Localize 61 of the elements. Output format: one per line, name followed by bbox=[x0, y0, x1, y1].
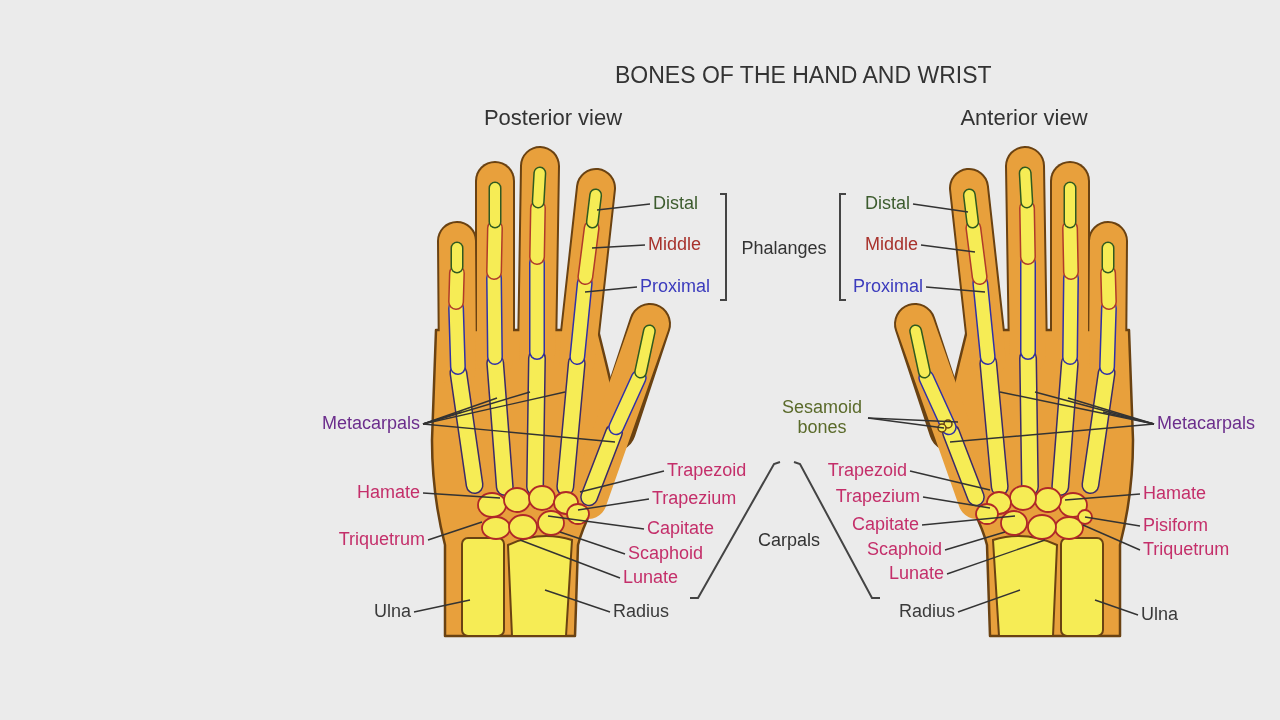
bone-label: Sesamoid bones bbox=[779, 398, 865, 438]
leader-line bbox=[867, 417, 959, 423]
leader-line bbox=[584, 286, 638, 293]
bone-label: Scaphoid bbox=[628, 544, 704, 564]
bone-label: Radius bbox=[898, 602, 955, 622]
leader-line bbox=[909, 470, 991, 491]
leader-line bbox=[1082, 524, 1141, 551]
leader-line bbox=[547, 515, 645, 530]
bone-label: Distal bbox=[865, 194, 910, 214]
bone-label: Capitate bbox=[851, 515, 919, 535]
bone-label: Distal bbox=[653, 194, 698, 214]
bone-label: Ulna bbox=[1141, 605, 1179, 625]
group-label: Phalanges bbox=[741, 236, 827, 260]
leader-line bbox=[559, 531, 626, 555]
bone-label: Trapezium bbox=[835, 487, 920, 507]
group-label: Carpals bbox=[758, 528, 820, 552]
bone-label: Hamate bbox=[356, 483, 420, 503]
bone-label: Lunate bbox=[888, 564, 944, 584]
bone-label: Proximal bbox=[640, 277, 710, 297]
leader-line bbox=[957, 589, 1021, 613]
bone-label: Triquetrum bbox=[1143, 540, 1230, 560]
view-heading: Posterior view bbox=[483, 103, 623, 132]
leader-line bbox=[944, 531, 1006, 551]
bone-label: Proximal bbox=[853, 277, 923, 297]
leader-line bbox=[946, 539, 1046, 575]
bone-label: Ulna bbox=[373, 602, 411, 622]
bone-label: Scaphoid bbox=[866, 540, 942, 560]
leader-line bbox=[925, 286, 986, 293]
leader-line bbox=[949, 423, 1155, 443]
bone-label: Trapezoid bbox=[827, 461, 907, 481]
leader-line bbox=[544, 589, 611, 613]
leader-line bbox=[912, 203, 969, 213]
bone-label: Trapezoid bbox=[667, 461, 747, 481]
bone-label: Radius bbox=[613, 602, 670, 622]
bone-label: Pisiform bbox=[1143, 516, 1208, 536]
view-heading: Anterior view bbox=[960, 103, 1088, 132]
leader-line bbox=[921, 515, 1016, 526]
leader-line bbox=[422, 423, 616, 443]
bone-label: Metacarpals bbox=[321, 414, 420, 434]
bone-label: Hamate bbox=[1143, 484, 1207, 504]
bone-label: Lunate bbox=[623, 568, 679, 588]
leader-line bbox=[920, 244, 976, 253]
leader-line bbox=[579, 470, 665, 493]
diagram-title: BONES OF THE HAND AND WRIST bbox=[615, 61, 992, 90]
bone-label: Capitate bbox=[647, 519, 715, 539]
leader-line bbox=[591, 244, 646, 249]
leader-line bbox=[519, 539, 621, 579]
bone-label: Trapezium bbox=[652, 489, 737, 509]
bone-label: Middle bbox=[864, 235, 918, 255]
leader-line bbox=[596, 203, 651, 211]
bone-label: Triquetrum bbox=[338, 530, 425, 550]
leader-line bbox=[422, 397, 498, 425]
leader-line bbox=[922, 496, 991, 509]
leader-line bbox=[427, 521, 483, 541]
bone-label: Middle bbox=[648, 235, 702, 255]
leader-line bbox=[1084, 516, 1141, 527]
leader-line bbox=[422, 391, 566, 425]
leader-line bbox=[413, 599, 471, 613]
leader-line bbox=[999, 391, 1155, 425]
leader-line bbox=[577, 498, 650, 511]
bone-label: Metacarpals bbox=[1157, 414, 1256, 434]
